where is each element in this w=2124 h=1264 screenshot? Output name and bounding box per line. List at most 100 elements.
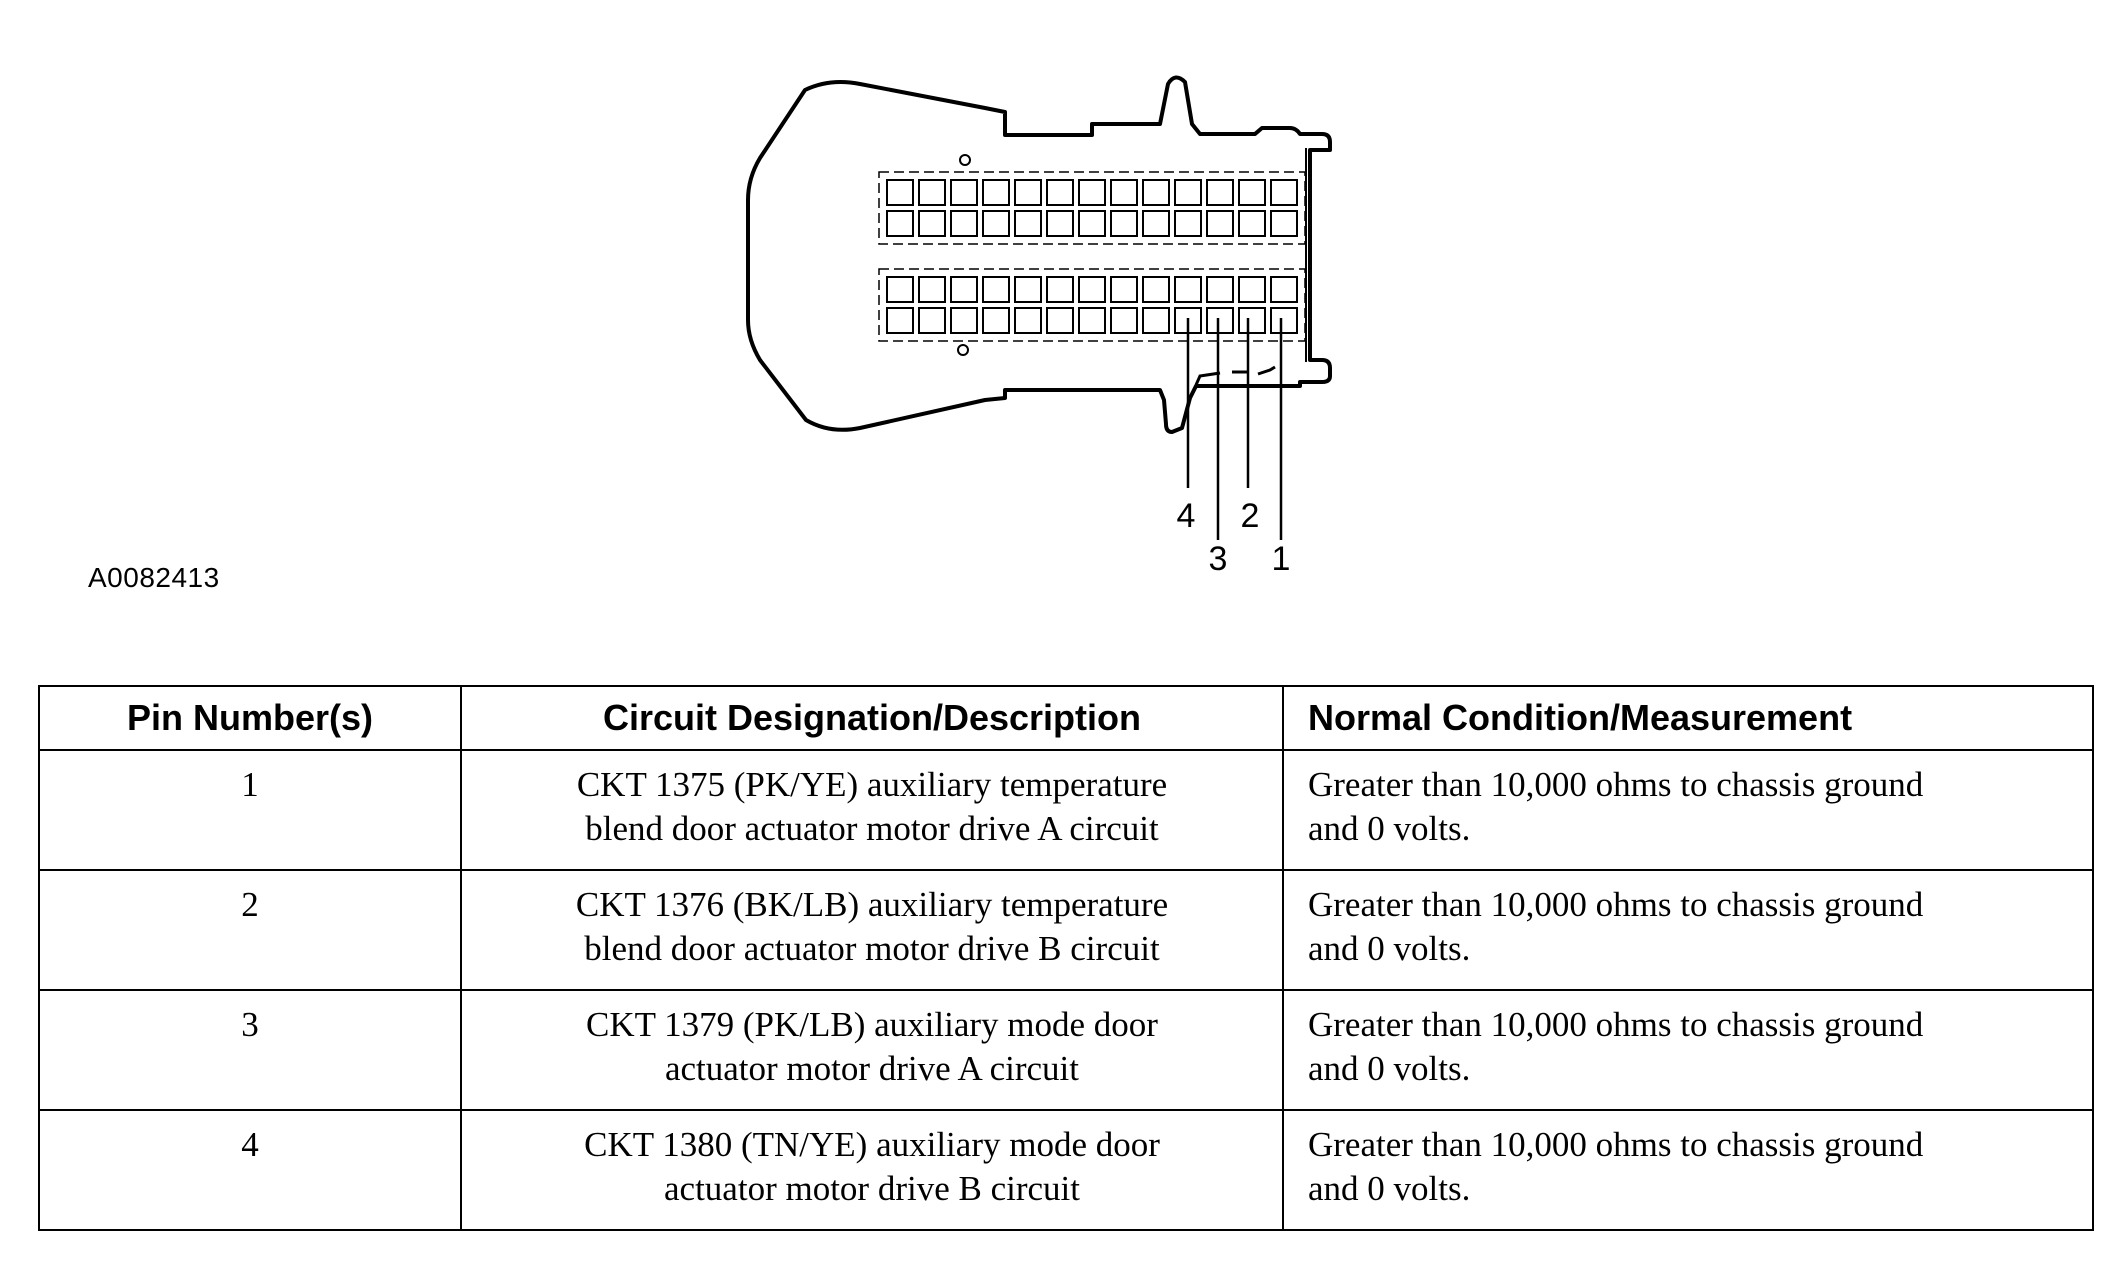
- pin-cavity: [950, 276, 978, 303]
- connector-diagram: 4 3 2 1: [746, 75, 1332, 578]
- header-pin-number: Pin Number(s): [38, 685, 462, 751]
- pin-cavity: [1238, 179, 1266, 206]
- pin-cavity: [1270, 210, 1298, 237]
- pin-cavity: [1110, 210, 1138, 237]
- pin-cavity: [886, 276, 914, 303]
- pin-cavity: [982, 307, 1010, 334]
- pin-cavity: [950, 179, 978, 206]
- pin-cavity: [1270, 179, 1298, 206]
- pin-cavity: [1014, 179, 1042, 206]
- upper-pin-cavities: [878, 171, 1306, 245]
- connector-housing: [746, 75, 1332, 434]
- pin-cavity: [1014, 276, 1042, 303]
- callout-label-1: 1: [1272, 540, 1291, 578]
- pin-table: Pin Number(s) Circuit Designation/Descri…: [38, 685, 2094, 1231]
- figure-id: A0082413: [88, 562, 220, 593]
- pin-cavity: [1014, 210, 1042, 237]
- header-normal-condition: Normal Condition/Measurement: [1282, 685, 2094, 751]
- table-row: 2 CKT 1376 (BK/LB) auxiliary temperature…: [38, 869, 2094, 991]
- cond-line: and 0 volts.: [1308, 809, 1471, 848]
- lower-pin-cavities: [878, 268, 1306, 342]
- table-row: 1 CKT 1375 (PK/YE) auxiliary temperature…: [38, 749, 2094, 871]
- pin-cavity: [982, 179, 1010, 206]
- pin-cavity: [1046, 276, 1074, 303]
- pin-cavity: [1046, 210, 1074, 237]
- pin-cavity: [1110, 276, 1138, 303]
- cavity-block-frame: [878, 268, 1306, 342]
- callout-label-4: 4: [1177, 497, 1196, 535]
- pin-cavity: [1078, 307, 1106, 334]
- circuit-description-cell: CKT 1380 (TN/YE) auxiliary mode door actu…: [460, 1109, 1284, 1231]
- pin-cavity: [1078, 276, 1106, 303]
- pin-cavity: [886, 179, 914, 206]
- pin-cavity: [1142, 210, 1170, 237]
- pin-number-cell: 4: [38, 1109, 462, 1231]
- mounting-hole-bottom: [957, 344, 969, 356]
- pin-cavity: [1014, 307, 1042, 334]
- pin-number-cell: 1: [38, 749, 462, 871]
- cond-line: and 0 volts.: [1308, 1169, 1471, 1208]
- pin-cavity: [1046, 179, 1074, 206]
- desc-line: actuator motor drive A circuit: [664, 1049, 1080, 1088]
- pin-cavity: [1078, 210, 1106, 237]
- pin-cavity: [1078, 179, 1106, 206]
- pin-number-cell: 2: [38, 869, 462, 991]
- desc-line: actuator motor drive B circuit: [664, 1169, 1080, 1208]
- callout-label-3: 3: [1209, 540, 1228, 578]
- desc-line: CKT 1380 (TN/YE) auxiliary mode door: [584, 1125, 1160, 1164]
- pin-cavity: [1270, 276, 1298, 303]
- pin-cavity: [1238, 276, 1266, 303]
- pin-cavity: [1238, 210, 1266, 237]
- desc-line: blend door actuator motor drive B circui…: [584, 929, 1160, 968]
- normal-condition-cell: Greater than 10,000 ohms to chassis grou…: [1282, 869, 2094, 991]
- cond-line: Greater than 10,000 ohms to chassis grou…: [1308, 1005, 1924, 1044]
- desc-line: CKT 1376 (BK/LB) auxiliary temperature: [575, 885, 1169, 924]
- pin-cavity: [1142, 307, 1170, 334]
- cond-line: Greater than 10,000 ohms to chassis grou…: [1308, 885, 1924, 924]
- cond-line: Greater than 10,000 ohms to chassis grou…: [1308, 765, 1924, 804]
- pin-cavity: [886, 210, 914, 237]
- header-circuit-description: Circuit Designation/Description: [460, 685, 1284, 751]
- pin-cavity: [1206, 276, 1234, 303]
- pin-cavity: [1270, 307, 1298, 334]
- pin-cavity: [1174, 179, 1202, 206]
- cond-line: and 0 volts.: [1308, 1049, 1471, 1088]
- pin-cavity: [1046, 307, 1074, 334]
- pin-cavity: [1206, 210, 1234, 237]
- table-row: 4 CKT 1380 (TN/YE) auxiliary mode door ac…: [38, 1109, 2094, 1231]
- pin-cavity: [918, 210, 946, 237]
- normal-condition-cell: Greater than 10,000 ohms to chassis grou…: [1282, 989, 2094, 1111]
- pin-cavity: [1174, 276, 1202, 303]
- pin-cavity: [982, 276, 1010, 303]
- circuit-description-cell: CKT 1379 (PK/LB) auxiliary mode door actu…: [460, 989, 1284, 1111]
- callout-leaders: [1186, 318, 1283, 540]
- cond-line: Greater than 10,000 ohms to chassis grou…: [1308, 1125, 1924, 1164]
- circuit-description-cell: CKT 1375 (PK/YE) auxiliary temperature bl…: [460, 749, 1284, 871]
- pin-cavity: [950, 210, 978, 237]
- pin-cavity: [918, 307, 946, 334]
- table-row: 3 CKT 1379 (PK/LB) auxiliary mode door ac…: [38, 989, 2094, 1111]
- normal-condition-cell: Greater than 10,000 ohms to chassis grou…: [1282, 749, 2094, 871]
- table-header-row: Pin Number(s) Circuit Designation/Descri…: [38, 685, 2094, 751]
- pin-cavity: [1206, 179, 1234, 206]
- pin-cavity: [1206, 307, 1234, 334]
- pin-cavity: [950, 307, 978, 334]
- mounting-hole-top: [959, 154, 971, 166]
- desc-line: CKT 1375 (PK/YE) auxiliary temperature: [576, 765, 1168, 804]
- pin-cavity: [918, 276, 946, 303]
- circuit-description-cell: CKT 1376 (BK/LB) auxiliary temperature bl…: [460, 869, 1284, 991]
- pin-cavity: [1238, 307, 1266, 334]
- pin-cavity: [886, 307, 914, 334]
- pin-cavity: [1142, 179, 1170, 206]
- desc-line: CKT 1379 (PK/LB) auxiliary mode door: [586, 1005, 1158, 1044]
- pin-cavity: [1142, 276, 1170, 303]
- pin-cavity: [982, 210, 1010, 237]
- normal-condition-cell: Greater than 10,000 ohms to chassis grou…: [1282, 1109, 2094, 1231]
- cond-line: and 0 volts.: [1308, 929, 1471, 968]
- desc-line: blend door actuator motor drive A circui…: [585, 809, 1159, 848]
- callout-label-2: 2: [1241, 497, 1260, 535]
- pin-cavity: [1110, 179, 1138, 206]
- pin-cavity: [1110, 307, 1138, 334]
- pin-number-cell: 3: [38, 989, 462, 1111]
- pin-cavity: [1174, 210, 1202, 237]
